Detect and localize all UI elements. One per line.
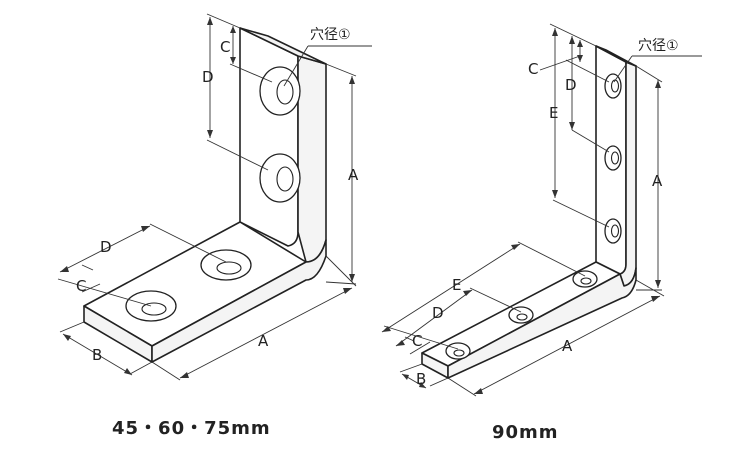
right-dim-B: B [416,370,426,388]
left-hole-label: 穴径① [310,27,351,43]
right-caption: 90mm [492,422,559,443]
right-dim-A-horizontal: A [562,337,573,355]
right-dim-C-vertical: C [528,60,538,78]
right-dim-D-horizontal: D [432,304,444,322]
left-vertical-leg-edge [297,55,327,263]
left-vertical-hole-upper [259,66,301,116]
right-vertical-hole-2 [604,145,622,171]
right-horizontal-hole-3 [445,342,471,360]
right-horizontal-hole-2 [508,306,534,324]
right-dim-D-vertical: D [565,76,577,94]
right-vertical-hole-1 [604,73,622,99]
left-dim-D-horizontal: D [100,238,112,256]
left-vertical-hole-lower [259,153,301,203]
right-dim-E-horizontal: E [452,276,461,294]
left-dim-C-vertical: C [220,38,230,56]
left-dim-A-horizontal: A [258,332,269,350]
right-vertical-hole-3 [604,218,622,244]
right-bracket: C D E A 穴径① E D C B [381,23,702,397]
left-horizontal-hole-rear [200,249,252,281]
right-dim-A-vertical: A [652,172,663,190]
right-dim-C-horizontal: C [412,332,422,350]
left-caption: 45・60・75mm [112,418,271,439]
left-dim-C-horizontal: C [76,277,86,295]
right-hole-label: 穴径① [638,38,679,54]
right-dim-E-vertical: E [549,104,558,122]
left-bracket: C D A 穴径① D C B A [57,13,372,381]
left-dim-A-vertical: A [348,166,359,184]
right-horizontal-leg-side [447,267,637,379]
right-horizontal-hole-1 [572,270,598,288]
left-dim-B: B [92,346,102,364]
left-dim-D-vertical: D [202,68,214,86]
left-vertical-leg [239,27,299,247]
left-horizontal-leg-side [151,239,327,363]
